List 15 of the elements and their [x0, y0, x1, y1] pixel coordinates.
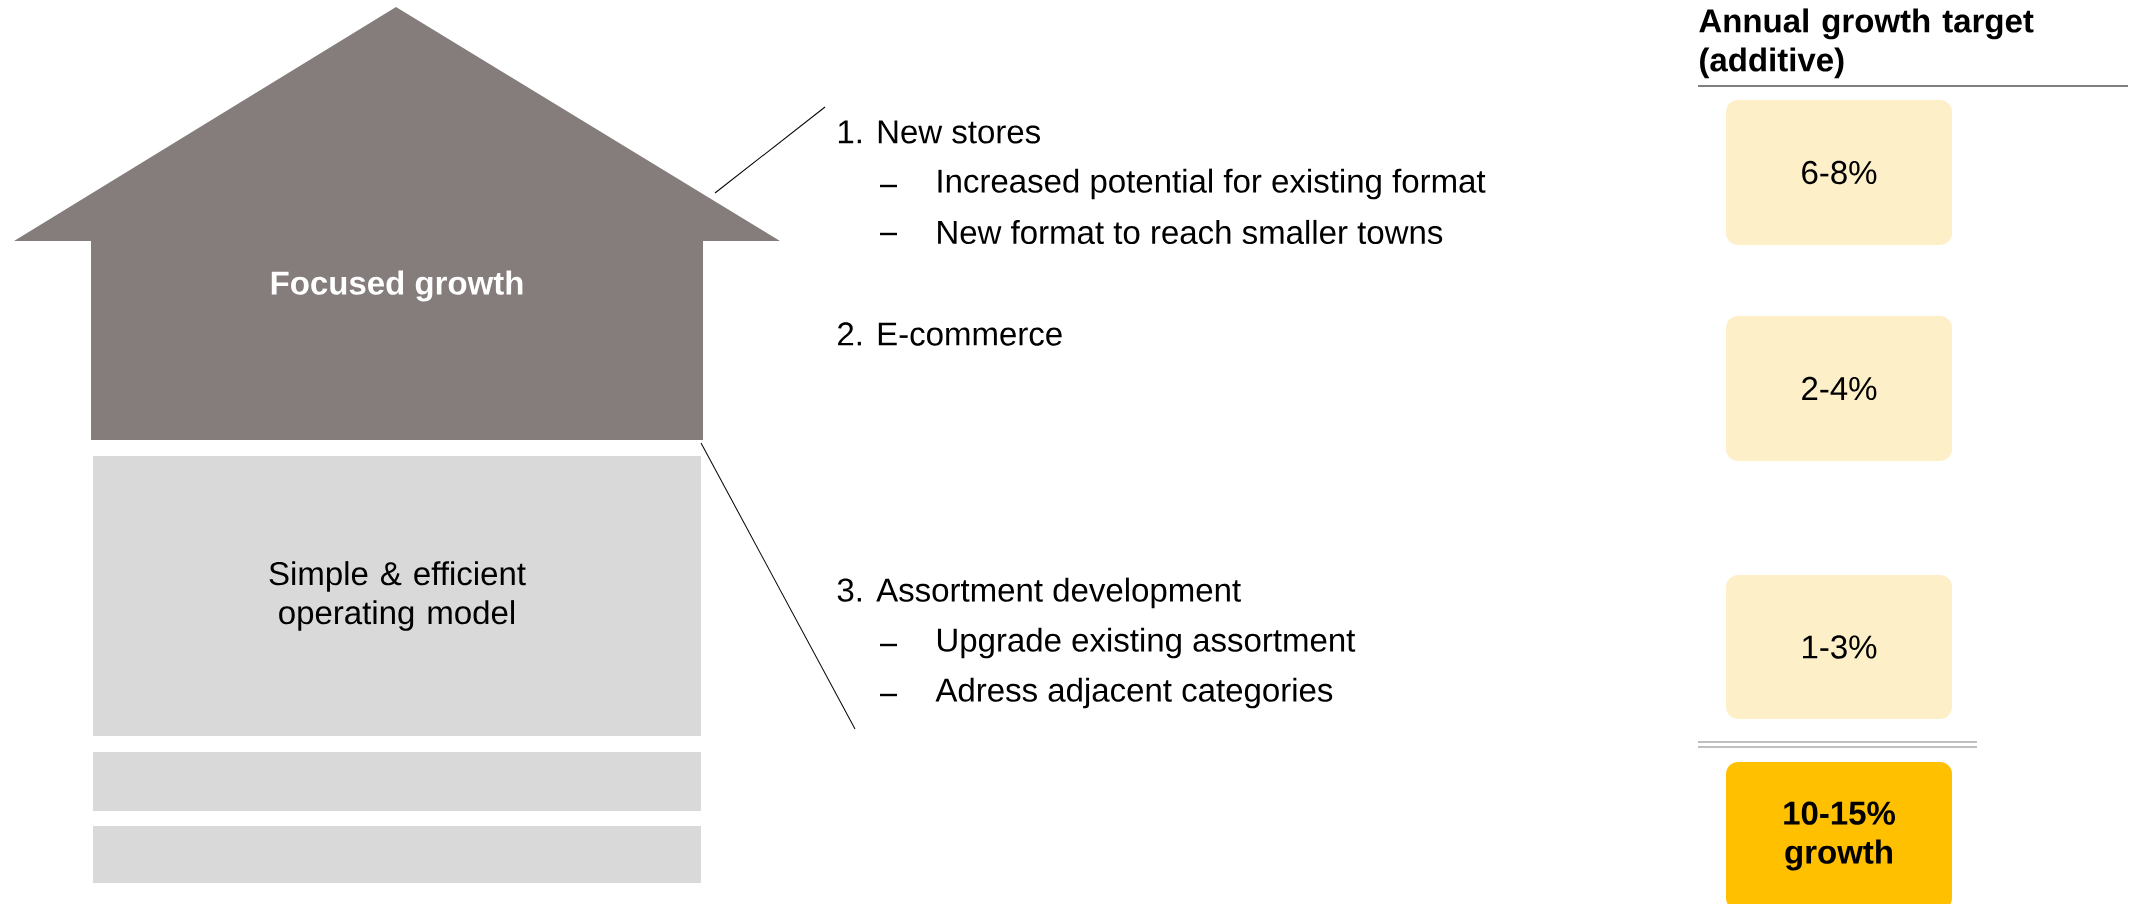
list-heading: 1. New stores	[838, 120, 1040, 144]
list-heading: 3. Assortment development	[837, 577, 1241, 609]
target-box: 6-8%	[1726, 100, 1952, 245]
total-box: 10-15% growth	[1726, 762, 1952, 904]
foundation-bar	[93, 826, 701, 883]
list-item: Upgrade existing assortment	[937, 627, 1356, 659]
list-heading: 2. E-commerce	[838, 322, 1062, 346]
list-item: New format to reach smaller towns	[938, 219, 1443, 245]
target-box: 2-4%	[1726, 316, 1952, 461]
list-item: Increased potential for existing format	[938, 168, 1486, 200]
list-item: Adress adjacent categories	[935, 677, 1333, 709]
foundation-bar	[93, 752, 701, 811]
model-box: Simple & efficient operating model	[93, 456, 701, 736]
column-heading: Annual growth target (additive)	[1699, 8, 2034, 79]
target-box: 1-3%	[1726, 575, 1952, 719]
